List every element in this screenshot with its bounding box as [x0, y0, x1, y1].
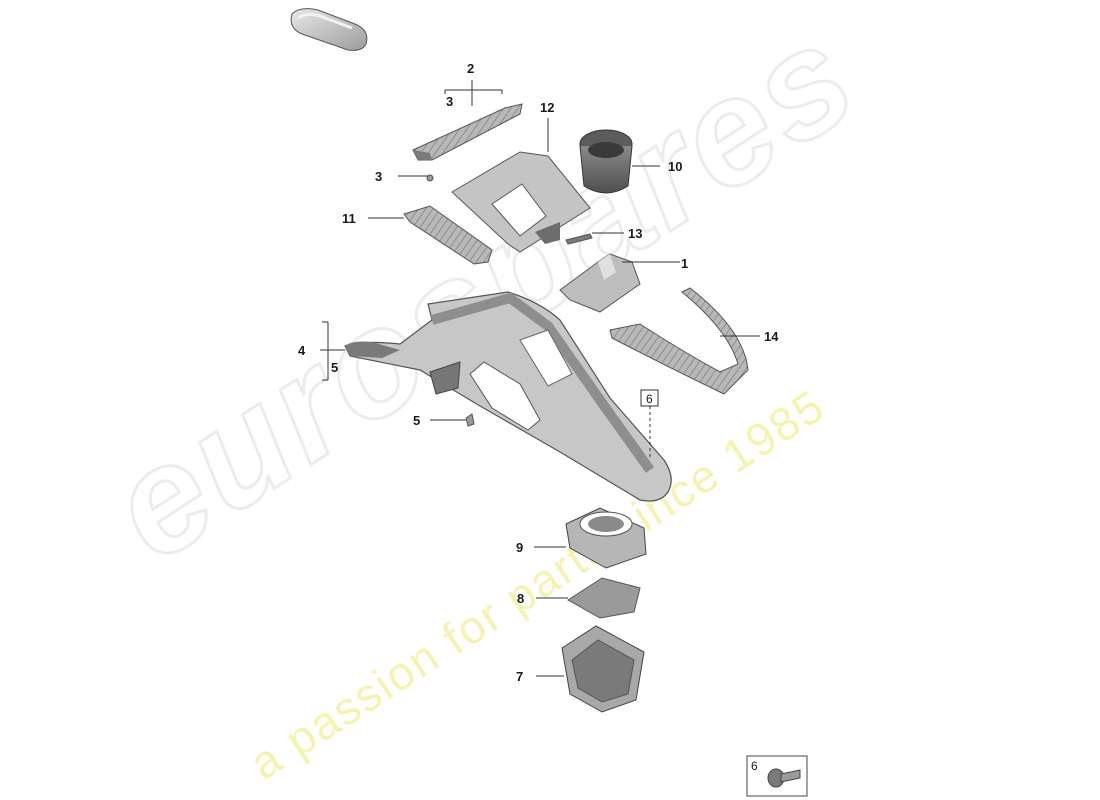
part-3-clip	[426, 174, 434, 182]
callout-14: 14	[764, 329, 779, 344]
callout-10: 10	[668, 159, 683, 174]
callout-12: 12	[540, 100, 555, 115]
callout-6-box: 6	[646, 392, 653, 406]
part-2-trim-strip	[412, 103, 523, 161]
callout-8: 8	[517, 591, 525, 606]
callout-3-clip: 3	[375, 169, 383, 184]
callout-6-frame	[640, 389, 659, 407]
callout-3-bracket: 3	[446, 94, 454, 109]
part-11-trim-strip	[403, 205, 493, 265]
callout-4: 4	[298, 343, 306, 358]
part-14-side-trim	[609, 287, 749, 395]
callout-5-clip: 5	[413, 413, 421, 428]
part-4-center-console	[344, 291, 672, 502]
part-top-cover	[290, 8, 368, 51]
callout-1: 1	[681, 256, 689, 271]
part-1-bracket-cover	[559, 253, 641, 313]
callout-2: 2	[467, 61, 475, 76]
callout-13: 13	[628, 226, 643, 241]
leader-lines	[320, 80, 760, 677]
part-8-mat	[567, 577, 641, 619]
callout-9: 9	[516, 540, 524, 555]
part-7-storage-bin	[561, 625, 645, 713]
callout-7: 7	[516, 669, 524, 684]
screw-icon	[767, 768, 801, 788]
callout-6-legend: 6	[751, 759, 758, 773]
callout-11: 11	[342, 211, 356, 226]
callout-5-bracket: 5	[331, 360, 339, 375]
legend-box-part-6	[746, 755, 808, 797]
part-10-cup-holder-insert	[579, 129, 633, 194]
part-12-shift-frame	[451, 151, 591, 253]
part-5-clip	[465, 413, 475, 427]
part-13-small-strip	[565, 233, 593, 245]
part-9-cup-holder	[565, 507, 647, 569]
